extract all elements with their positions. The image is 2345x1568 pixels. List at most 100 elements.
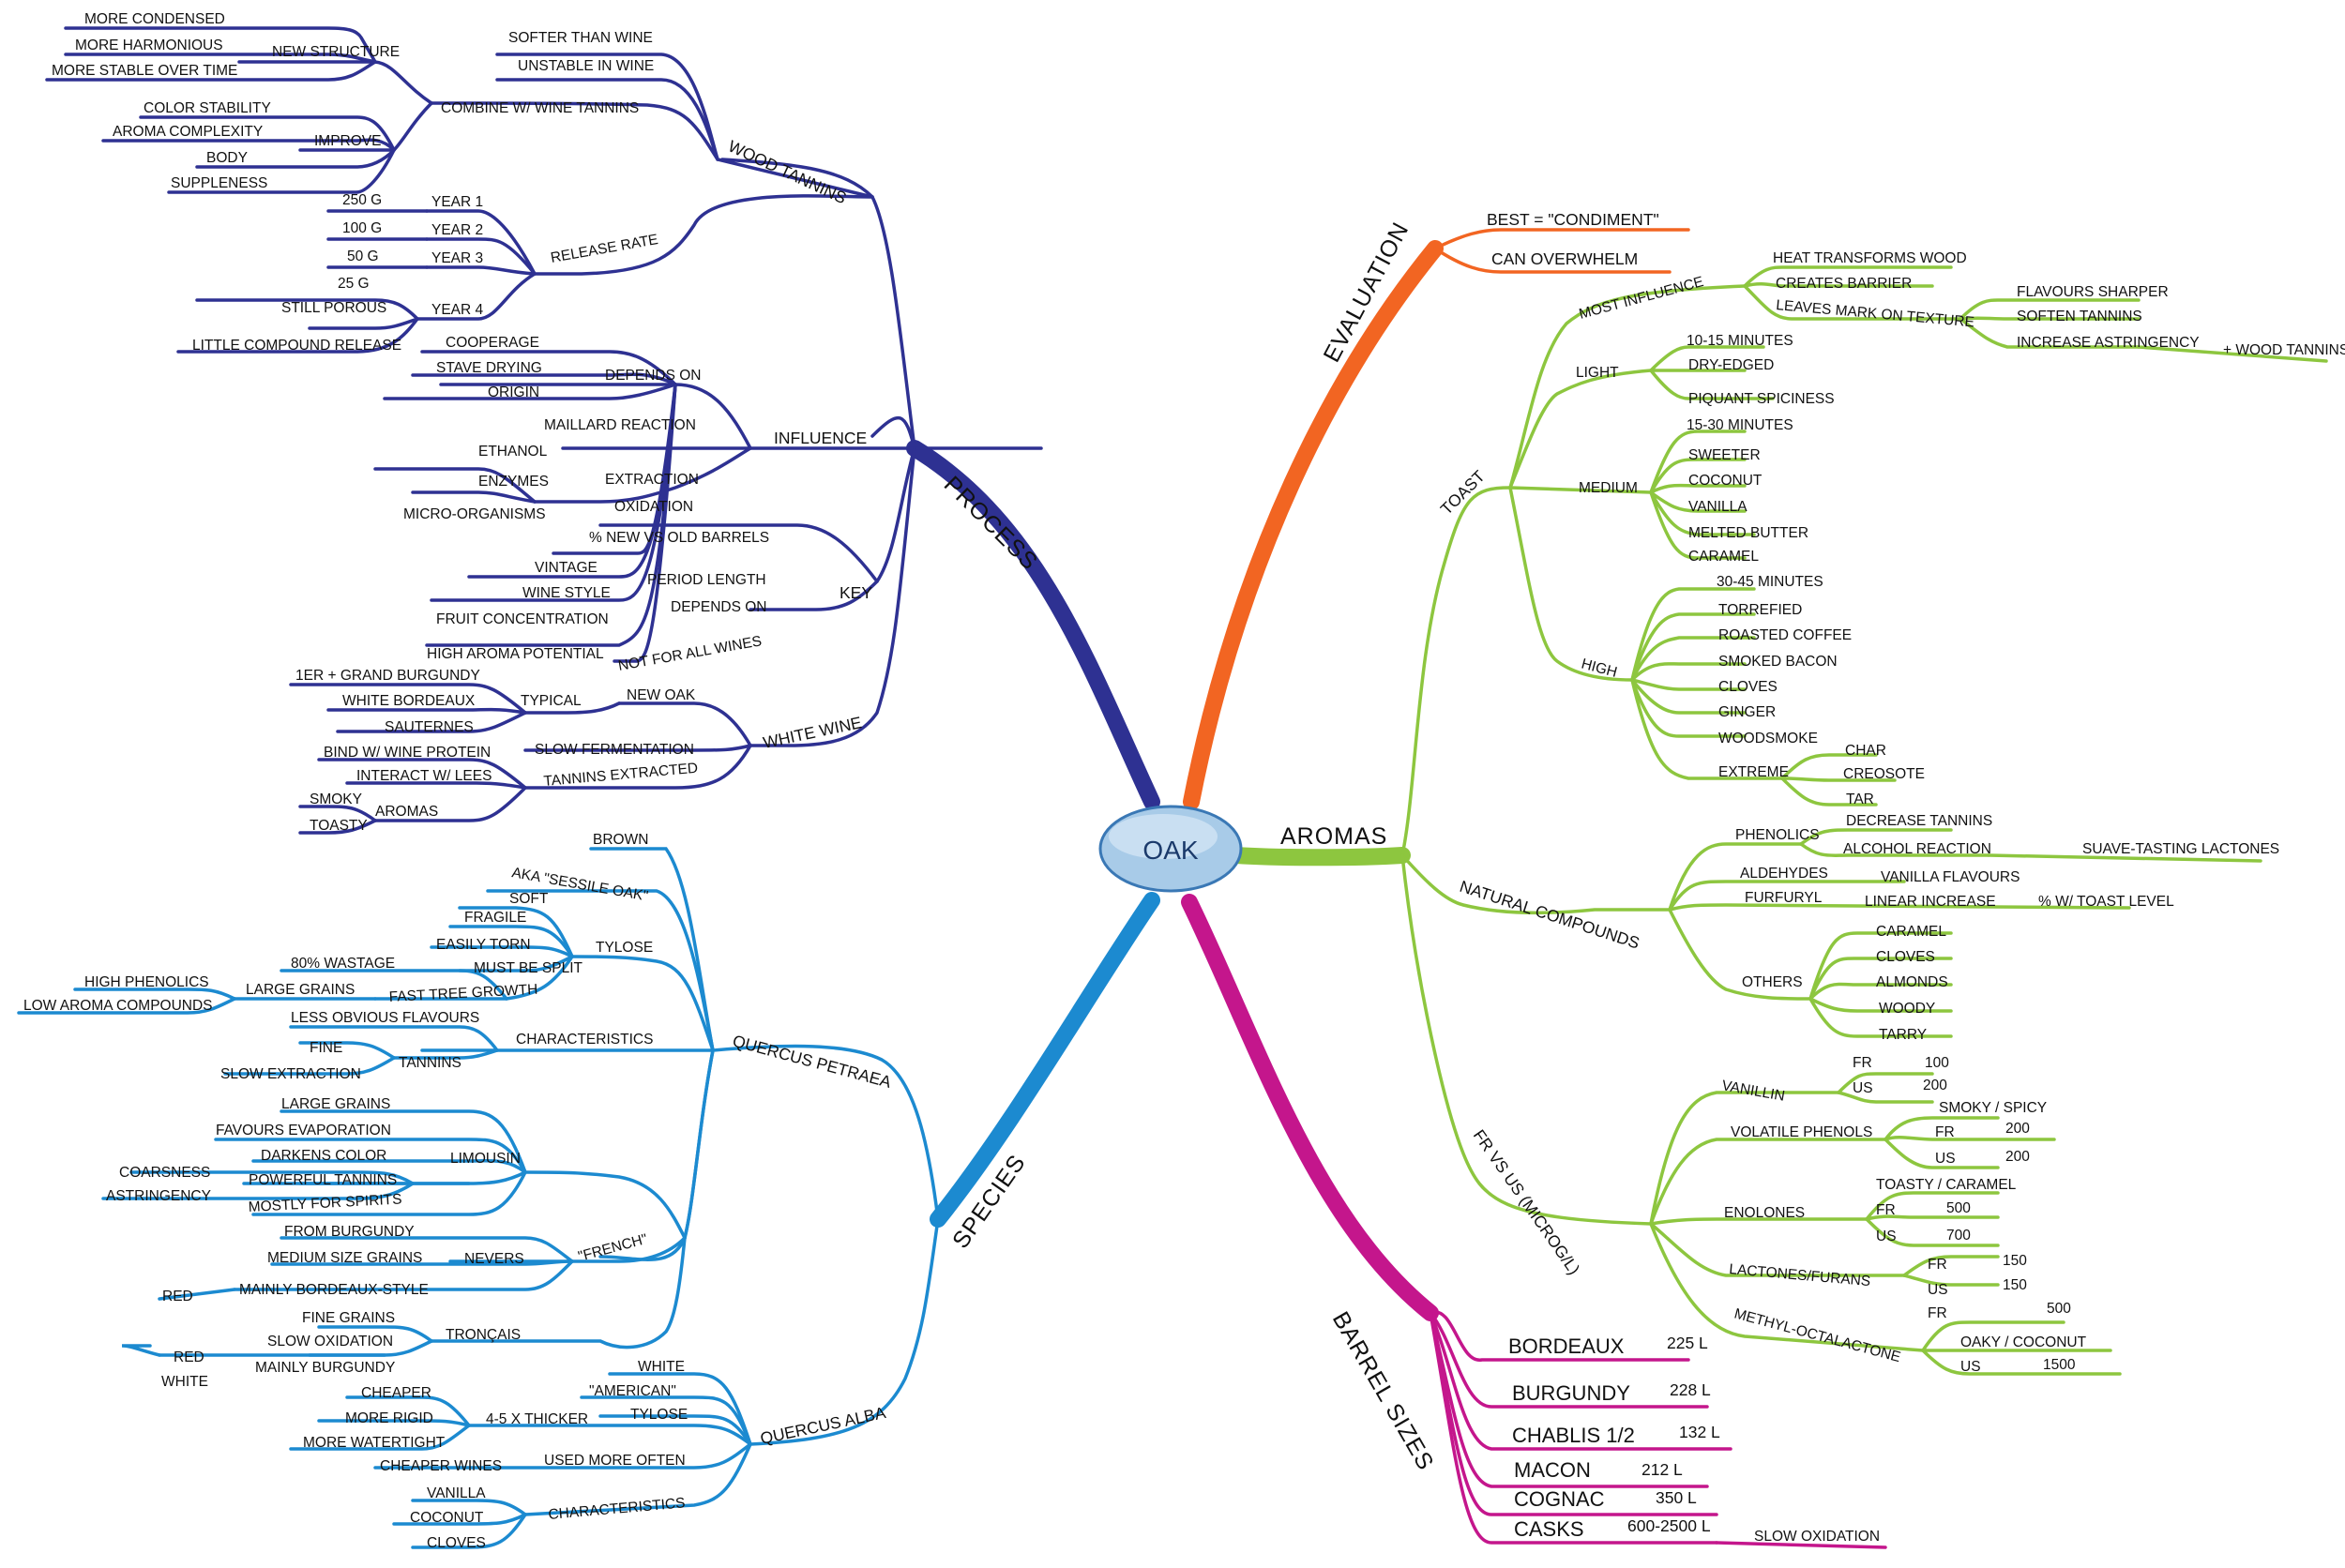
label-color-stability: COLOR STABILITY (144, 100, 271, 116)
label-alba-characteristics: CHARACTERISTICS (548, 1495, 686, 1523)
label-fr-vs-us: FR VS US (MICROG/L) (1470, 1126, 1584, 1278)
label-release-rate: RELEASE RATE (550, 232, 659, 266)
label-high-aroma-potential: HIGH AROMA POTENTIAL (427, 646, 604, 662)
label-alba-tylose: TYLOSE (630, 1407, 688, 1423)
label-year-3: YEAR 3 (431, 250, 483, 266)
label-oaky-coconut: OAKY / COCONUT (1960, 1334, 2087, 1350)
label-influence: INFLUENCE (774, 429, 867, 447)
label-natural-compounds: NATURAL COMPOUNDS (1458, 877, 1642, 953)
label-red-1: RED (162, 1289, 193, 1304)
label-cognac: COGNAC (1514, 1487, 1605, 1511)
label-cognac-volume: 350 L (1656, 1488, 1697, 1507)
label-enolones: ENOLONES (1724, 1205, 1805, 1221)
label-grand-burgundy: 1ER + GRAND BURGUNDY (295, 668, 480, 684)
label-body: BODY (206, 150, 248, 166)
label-methyl-us-value: 1500 (2043, 1357, 2076, 1373)
label-volatile-fr: FR (1935, 1124, 1955, 1140)
label-vanillin-us-value: 200 (1923, 1078, 1947, 1093)
label-tannins-extracted: TANNINS EXTRACTED (543, 761, 699, 790)
label-depends-on: DEPENDS ON (605, 368, 702, 384)
label-leaves-mark: LEAVES MARK ON TEXTURE (1776, 297, 1975, 330)
label-alcohol-reaction: ALCOHOL REACTION (1843, 841, 1991, 857)
center-label: OAK (1142, 836, 1198, 865)
label-fast-growth: FAST TREE GROWTH (388, 982, 537, 1005)
label-lactones-furans: LACTONES/FURANS (1729, 1261, 1871, 1289)
label-phenolics: PHENOLICS (1735, 827, 1820, 843)
label-piquant-spiciness: PIQUANT SPICINESS (1688, 391, 1835, 407)
label-new-oak: NEW OAK (627, 687, 696, 703)
label-softer-than-wine: SOFTER THAN WINE (508, 30, 653, 46)
label-smoky: SMOKY (310, 792, 362, 807)
label-white-1: WHITE (161, 1374, 208, 1390)
label-char: CHAR (1845, 743, 1886, 759)
label-extraction: EXTRACTION (605, 472, 699, 488)
label-lactones-fr: FR (1928, 1257, 1947, 1273)
aromas-main-branch (1228, 847, 1411, 867)
label-80-wastage: 80% WASTAGE (291, 956, 395, 972)
main-label-process[interactable]: PROCESS (939, 471, 1043, 575)
label-astringency: ASTRINGENCY (106, 1188, 211, 1204)
label-bordeaux-volume: 225 L (1667, 1334, 1708, 1352)
label-methyl-octalactone: METHYL-OCTALACTONE (1732, 1305, 1902, 1365)
label-lactones-us: US (1928, 1282, 1948, 1298)
label-alba-vanilla: VANILLA (427, 1485, 486, 1501)
label-stave-drying: STAVE DRYING (436, 360, 542, 376)
label-torrefied: TORREFIED (1718, 602, 1802, 618)
label-mainly-burgundy: MAINLY BURGUNDY (255, 1360, 395, 1376)
label-volatile-us-value: 200 (2005, 1149, 2030, 1165)
label-smoky-spicy: SMOKY / SPICY (1939, 1100, 2047, 1116)
label-suave-lactones: SUAVE-TASTING LACTONES (2082, 841, 2279, 857)
label-favours-evaporation: FAVOURS EVAPORATION (216, 1123, 391, 1138)
label-cheaper-wines: CHEAPER WINES (380, 1458, 502, 1474)
label-flavours-sharper: FLAVOURS SHARPER (2017, 284, 2169, 300)
label-casks-volume: 600-2500 L (1627, 1516, 1711, 1535)
label-coarseness: COARSNESS (119, 1165, 210, 1181)
label-more-watertight: MORE WATERTIGHT (303, 1435, 446, 1451)
label-4-5-thicker: 4-5 X THICKER (486, 1411, 588, 1427)
label-vanilla-flavours: VANILLA FLAVOURS (1881, 869, 2020, 885)
label-casks: CASKS (1514, 1517, 1584, 1541)
label-combine-wine-tannins: COMBINE W/ WINE TANNINS (441, 100, 639, 116)
label-soft: SOFT (509, 891, 549, 907)
label-melted-butter: MELTED BUTTER (1688, 525, 1808, 541)
label-volatile-phenols: VOLATILE PHENOLS (1731, 1124, 1872, 1140)
label-toasty-caramel: TOASTY / CARAMEL (1876, 1177, 2017, 1193)
label-from-burgundy: FROM BURGUNDY (284, 1224, 415, 1240)
label-pct-toast-level: % W/ TOAST LEVEL (2038, 894, 2174, 910)
label-woodsmoke: WOODSMOKE (1718, 731, 1818, 746)
label-cheaper: CHEAPER (361, 1385, 431, 1401)
label-typical: TYPICAL (521, 693, 582, 709)
label-sweeter: SWEETER (1688, 447, 1761, 463)
label-30-45-minutes: 30-45 MINUTES (1717, 574, 1823, 590)
label-easily-torn: EASILY TORN (436, 937, 531, 953)
label-key: KEY (840, 583, 872, 602)
label-oxidation: OXIDATION (614, 499, 693, 515)
label-limousin: LIMOUSIN (450, 1151, 521, 1167)
label-dry-edged: DRY-EDGED (1688, 357, 1774, 373)
label-burgundy-volume: 228 L (1670, 1380, 1711, 1399)
label-others-tarry: TARRY (1879, 1027, 1927, 1043)
label-cloves: CLOVES (1718, 679, 1778, 695)
label-powerful-tannins: POWERFUL TANNINS (249, 1172, 397, 1188)
label-most-influence: MOST INFLUENCE (1578, 274, 1705, 323)
label-bordeaux-style: MAINLY BORDEAUX-STYLE (239, 1282, 429, 1298)
label-year-1: YEAR 1 (431, 194, 483, 210)
label-key-depends-on: DEPENDS ON (671, 599, 767, 615)
label-10-15-minutes: 10-15 MINUTES (1687, 333, 1793, 349)
label-aldehydes: ALDEHYDES (1740, 866, 1828, 882)
label-tylose: TYLOSE (596, 940, 653, 956)
label-250g: 250 G (342, 192, 382, 208)
label-bind-wine-protein: BIND W/ WINE PROTEIN (324, 745, 491, 761)
process-branches (45, 26, 1043, 835)
label-improve: IMPROVE (314, 133, 381, 149)
label-origin: ORIGIN (488, 384, 539, 400)
label-lactones-fr-value: 150 (2003, 1253, 2027, 1269)
label-pct-new-old: % NEW VS OLD BARRELS (589, 530, 769, 546)
label-vanillin: VANILLIN (1720, 1078, 1786, 1105)
main-label-aromas[interactable]: AROMAS (1280, 823, 1387, 850)
label-american: "AMERICAN" (589, 1383, 676, 1399)
label-coconut: COCONUT (1688, 473, 1763, 489)
main-label-barrel-sizes[interactable]: BARREL SIZES (1327, 1307, 1439, 1475)
label-others-cloves: CLOVES (1876, 949, 1935, 965)
label-enolones-fr: FR (1876, 1202, 1896, 1218)
